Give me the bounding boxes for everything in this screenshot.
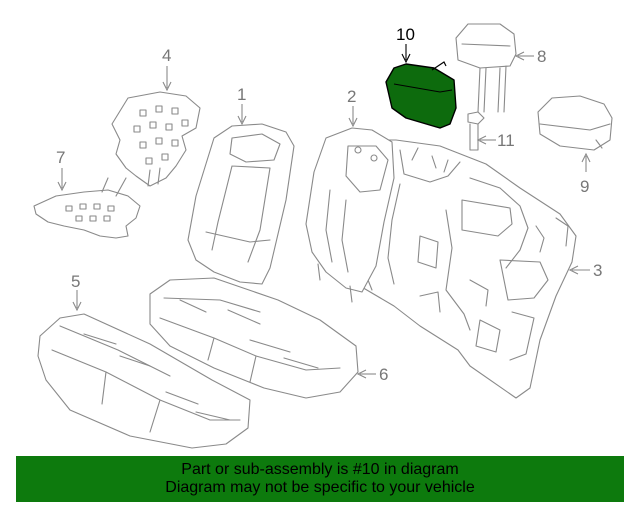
part-4-heater-pad[interactable]	[111, 91, 201, 187]
part-7-heater-pad[interactable]	[33, 177, 141, 239]
leader-2-arrow	[348, 117, 358, 128]
part-8-headrest[interactable]	[455, 23, 517, 113]
part-5-cushion-cover[interactable]	[37, 313, 251, 449]
leader-3-arrow	[568, 265, 579, 275]
leader-11-arrow	[476, 135, 487, 145]
part-6-seat-cushion[interactable]	[149, 277, 359, 399]
callout-6[interactable]: 6	[379, 365, 388, 384]
callout-1[interactable]: 1	[237, 85, 246, 104]
leader-6-arrow	[356, 369, 367, 379]
callout-9[interactable]: 9	[580, 177, 589, 196]
callout-7[interactable]: 7	[56, 148, 65, 167]
leader-1-arrow	[237, 115, 247, 126]
part-2-backrest-pad[interactable]	[305, 127, 395, 303]
leader-8-arrow	[514, 51, 525, 61]
callout-5[interactable]: 5	[71, 272, 80, 291]
callout-3[interactable]: 3	[593, 261, 602, 280]
part-1-backrest-cover[interactable]	[187, 123, 295, 285]
callout-10[interactable]: 10	[396, 25, 415, 44]
leader-7-arrow	[57, 181, 67, 192]
part-10-headrest-cover[interactable]	[385, 61, 457, 129]
banner-line-1: Part or sub-assembly is #10 in diagram	[181, 461, 459, 478]
callout-11[interactable]: 11	[497, 131, 515, 150]
leader-5-arrow	[72, 301, 82, 312]
callout-2[interactable]: 2	[347, 87, 356, 106]
callout-4[interactable]: 4	[162, 46, 171, 65]
leader-9-arrow	[581, 152, 591, 163]
part-9-cushion[interactable]	[537, 95, 613, 151]
callout-8[interactable]: 8	[537, 47, 546, 66]
leader-10-arrow	[401, 53, 411, 64]
leader-4-arrow	[162, 81, 172, 92]
banner-line-2: Diagram may not be specific to your vehi…	[165, 479, 475, 496]
notice-banner: Part or sub-assembly is #10 in diagram D…	[16, 456, 624, 502]
part-11-guide-sleeve[interactable]	[467, 111, 485, 151]
